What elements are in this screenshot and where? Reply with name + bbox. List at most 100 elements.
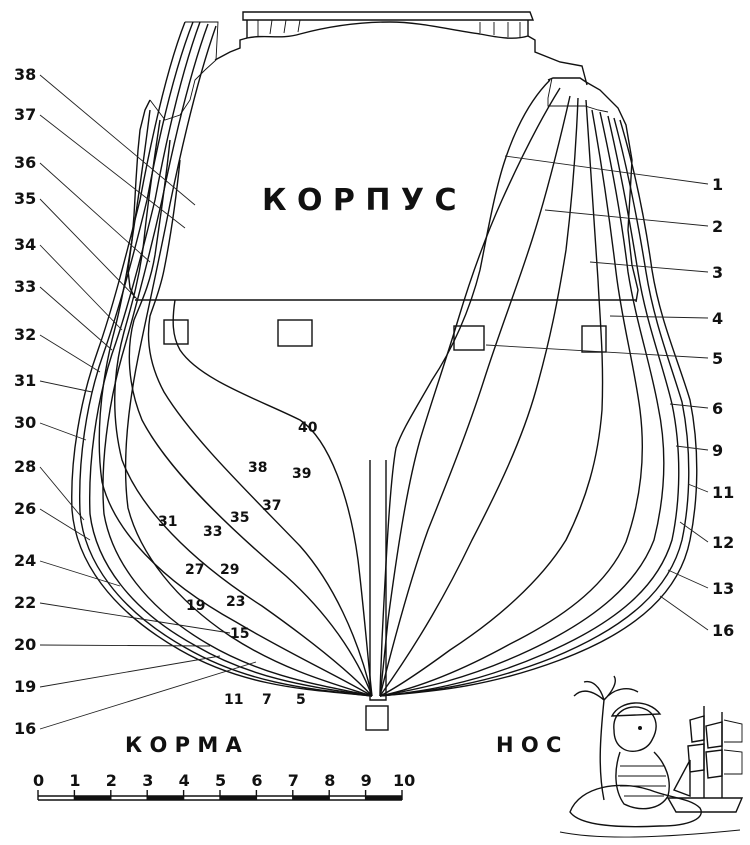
gun-port bbox=[277, 319, 313, 347]
bow-label-leader bbox=[609, 315, 709, 319]
inner-frame-label: 40 bbox=[298, 420, 318, 436]
inner-frame-label: 23 bbox=[226, 594, 245, 610]
stern-frame-label: 30 bbox=[14, 413, 36, 432]
stern-frame-label: 16 bbox=[14, 719, 36, 738]
stern-frame-label: 34 bbox=[14, 235, 36, 254]
bow-frame-lines bbox=[379, 77, 698, 697]
pirate-shirt-stripes bbox=[618, 765, 666, 797]
stern-frame-label: 28 bbox=[14, 457, 36, 476]
bow-frame-label: 12 bbox=[712, 533, 734, 552]
stern-label-leader bbox=[39, 114, 186, 229]
bow-label-leader bbox=[544, 209, 709, 227]
stern-label-leader bbox=[39, 198, 139, 301]
stern-frame-label: 19 bbox=[14, 677, 36, 696]
bow-frame-label: 13 bbox=[712, 579, 734, 598]
scale-tick-label: 3 bbox=[142, 771, 153, 790]
stern-frame-label: 33 bbox=[14, 277, 36, 296]
gun-port bbox=[581, 325, 607, 353]
bow-frame-label: 16 bbox=[712, 621, 734, 640]
stern-frame-label: 31 bbox=[14, 371, 36, 390]
inner-frame-label: 11 bbox=[224, 692, 243, 708]
bow-label-leader bbox=[679, 521, 709, 543]
corpus-title: К О Р П У С bbox=[262, 183, 457, 218]
stern-label-leader bbox=[39, 334, 101, 373]
upper-transom bbox=[214, 11, 588, 86]
pirate-body bbox=[615, 751, 670, 810]
bow-title: Н О С bbox=[496, 733, 561, 757]
inner-frame-label: 39 bbox=[292, 466, 311, 482]
stern-label-leader bbox=[39, 655, 221, 688]
keel-block bbox=[365, 705, 389, 731]
stern-label-leader bbox=[39, 661, 257, 730]
inner-frame-label: 33 bbox=[203, 524, 222, 540]
scale-tick-label: 10 bbox=[393, 771, 415, 790]
bow-frame-label: 5 bbox=[712, 349, 723, 368]
keel-post bbox=[365, 460, 389, 731]
stern-frame-label: 36 bbox=[14, 153, 36, 172]
stern-label-leader bbox=[39, 602, 231, 634]
scale-tick-label: 9 bbox=[361, 771, 372, 790]
pirate-hat bbox=[610, 702, 662, 717]
bow-frame-label: 4 bbox=[712, 309, 723, 328]
stern-label-leader bbox=[39, 244, 123, 331]
inner-frame-label: 31 bbox=[158, 514, 177, 530]
stern-title: К О Р М А bbox=[125, 733, 243, 757]
gun-port bbox=[163, 319, 189, 345]
stern-frame-label: 35 bbox=[14, 189, 36, 208]
stern-frame-label: 20 bbox=[14, 635, 36, 654]
stern-frame-label: 22 bbox=[14, 593, 36, 612]
inner-frame-label: 35 bbox=[230, 510, 249, 526]
bow-frame-label: 9 bbox=[712, 441, 723, 460]
inner-frame-label: 29 bbox=[220, 562, 239, 578]
scale-tick-label: 6 bbox=[251, 771, 262, 790]
bow-label-leader bbox=[667, 569, 709, 589]
stern-label-leader bbox=[39, 644, 211, 647]
inner-frame-label: 7 bbox=[262, 692, 272, 708]
bow-frame-label: 11 bbox=[712, 483, 734, 502]
inner-frame-label: 27 bbox=[185, 562, 204, 578]
bow-frame-label: 3 bbox=[712, 263, 723, 282]
bow-label-leader bbox=[504, 155, 709, 185]
bow-label-leader bbox=[589, 261, 709, 273]
stern-frame-label: 26 bbox=[14, 499, 36, 518]
bow-frame-label: 2 bbox=[712, 217, 723, 236]
palm-trunk bbox=[599, 699, 605, 801]
scale-tick-label: 7 bbox=[288, 771, 299, 790]
inner-frame-label: 5 bbox=[296, 692, 306, 708]
scale-tick-label: 4 bbox=[179, 771, 190, 790]
scale-segment bbox=[220, 796, 257, 800]
stern-label-leader bbox=[39, 286, 113, 351]
stern-frame-label: 24 bbox=[14, 551, 36, 570]
scale-tick-label: 5 bbox=[215, 771, 226, 790]
stern-label-leader bbox=[39, 422, 87, 441]
scale-tick-label: 8 bbox=[324, 771, 335, 790]
bow-label-leader bbox=[675, 445, 709, 451]
scale-tick-label: 2 bbox=[106, 771, 117, 790]
stern-label-leader bbox=[39, 466, 85, 521]
bow-frame-label: 6 bbox=[712, 399, 723, 418]
gun-ports bbox=[163, 319, 607, 353]
pirate-on-island-cartoon bbox=[559, 675, 744, 838]
palm-leaves bbox=[573, 675, 639, 701]
pirate-eye bbox=[638, 726, 642, 730]
sailing-ship-icon bbox=[666, 706, 744, 813]
inner-frame-label: 19 bbox=[186, 598, 205, 614]
bow-label-leader bbox=[485, 344, 709, 359]
stern-label-leader bbox=[39, 380, 93, 393]
scale-segment bbox=[74, 796, 111, 800]
pirate-head bbox=[613, 706, 657, 752]
bow-label-leader bbox=[659, 595, 709, 631]
inner-frame-label: 38 bbox=[248, 460, 267, 476]
inner-frame-label: 15 bbox=[230, 626, 249, 642]
stern-label-leader bbox=[39, 508, 91, 541]
scale-segment bbox=[292, 796, 330, 800]
scale-segment bbox=[365, 796, 402, 800]
stern-frame-lines bbox=[71, 21, 373, 697]
scale-segment bbox=[147, 796, 184, 800]
